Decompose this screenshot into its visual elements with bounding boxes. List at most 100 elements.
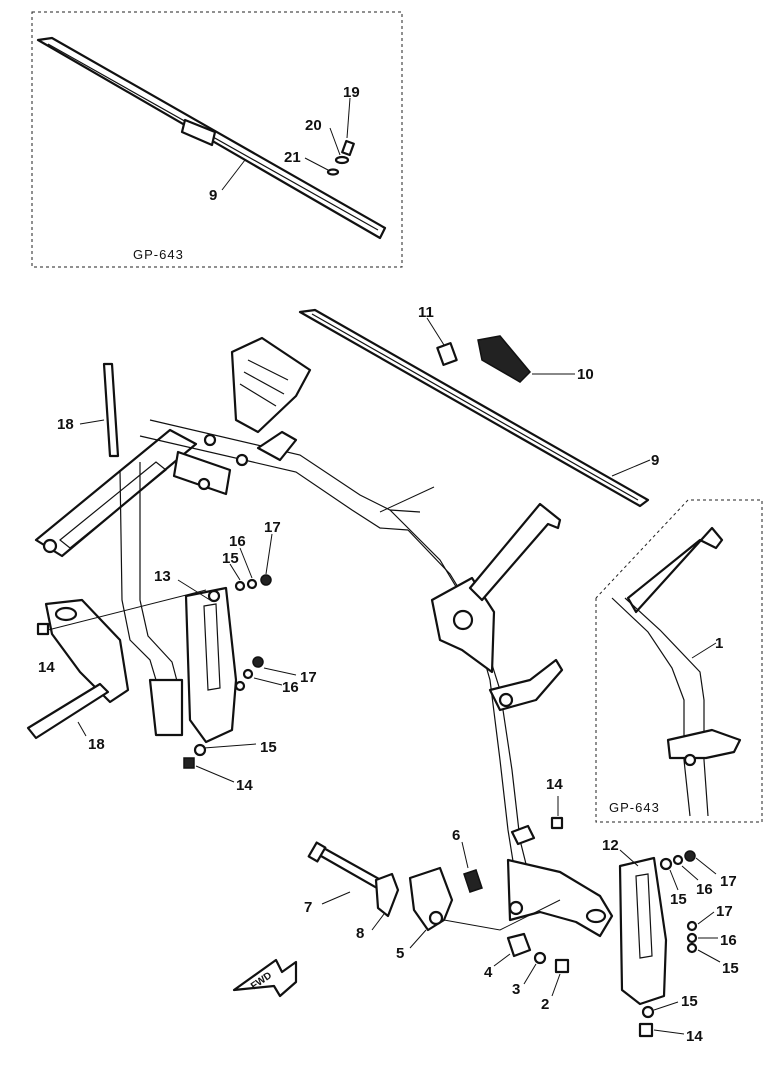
leader-15f: [653, 1001, 679, 1011]
bolt-head: [203, 433, 217, 447]
leader-14d: [653, 1029, 685, 1035]
inset-right-border: [595, 499, 763, 823]
leader-17a: [265, 533, 273, 575]
callout-18a: 18: [57, 416, 74, 433]
footrest-plate-13: [184, 586, 238, 744]
leader-12: [619, 849, 639, 867]
clamp-bolt-hole: [498, 692, 514, 708]
callout-14b: 14: [38, 659, 55, 676]
inset-bar-clip: [180, 118, 217, 147]
sleeve-6: [463, 869, 483, 893]
leader-17d: [697, 911, 715, 925]
footrest-right: 12 15 16 17 17 16 15 15 14: [602, 837, 739, 1045]
assembly-line: [443, 899, 561, 931]
leader-16b: [253, 677, 283, 686]
leader-5: [409, 929, 427, 949]
arm-hole: [42, 538, 58, 554]
leader-4: [493, 953, 511, 967]
callout-7: 7: [304, 899, 312, 916]
mid-plate-hole: [452, 609, 474, 631]
washer-15a: [234, 580, 246, 592]
bar-clip-10: [477, 335, 532, 383]
washer-15e: [686, 942, 698, 954]
nut-17d: [686, 920, 698, 932]
callout-12: 12: [602, 837, 619, 854]
leader-15a: [229, 563, 241, 581]
upper-right-arm: [468, 502, 562, 602]
bolt-2: [554, 958, 570, 974]
footrest-hole: [207, 589, 221, 603]
leader-21: [304, 157, 329, 171]
lower-left-hole: [508, 900, 524, 916]
callout-15a: 15: [222, 550, 239, 567]
callout-16b: 16: [282, 679, 299, 696]
callout-10: 10: [577, 366, 594, 383]
inset-top: 19 20 21 9 GP-643: [31, 11, 403, 268]
left-arm-slot: [59, 461, 167, 549]
bolt-head: [197, 477, 211, 491]
nut-17b: [252, 656, 264, 668]
inset-right: 1 GP-643: [595, 499, 763, 823]
leader-20: [329, 127, 341, 156]
inset-bolt-19: [341, 139, 355, 157]
callout-19: 19: [343, 84, 360, 101]
callout-1c: 1: [715, 635, 723, 652]
washer-16a: [246, 578, 258, 590]
inset-washer-20: [334, 155, 350, 165]
washer-3: [533, 951, 547, 965]
leader-1a: [379, 486, 435, 513]
left-tube-inner: [139, 462, 183, 701]
inset-top-code: GP-643: [133, 247, 184, 262]
callout-9b: 9: [651, 452, 659, 469]
leader-8: [371, 913, 385, 931]
inset-right-code: GP-643: [609, 800, 660, 815]
callout-17d: 17: [716, 903, 733, 920]
washer-16b: [242, 668, 254, 680]
inset-bracket-arm: [626, 526, 724, 614]
leader-17b: [263, 667, 297, 676]
callout-5: 5: [396, 945, 404, 962]
upper-seat-bracket: [230, 336, 312, 434]
callout-15f: 15: [681, 993, 698, 1010]
clamp-hook: [256, 430, 298, 462]
leader-16a: [239, 547, 253, 579]
bolt-14c: [550, 816, 564, 830]
callout-3: 3: [512, 981, 520, 998]
footrest-plate-12: [618, 856, 668, 1006]
callout-21: 21: [284, 149, 301, 166]
callout-16c: 16: [696, 881, 713, 898]
callout-17b: 17: [300, 669, 317, 686]
footrest-right-slot: [635, 873, 653, 959]
bolt-14b: [36, 622, 50, 636]
leader-3: [523, 963, 537, 985]
washer-15b: [234, 680, 246, 692]
lower-right-bracket: [506, 858, 614, 938]
inset-top-border: [31, 11, 403, 268]
fwd-arrow-icon: [232, 958, 298, 998]
leader-6: [461, 841, 469, 869]
callout-4: 4: [484, 964, 493, 981]
leader-18a: [79, 419, 105, 425]
leader-18b: [77, 721, 87, 737]
inset-clamp-bolt: [683, 753, 697, 767]
callout-16d: 16: [720, 932, 737, 949]
callout-16a: 16: [229, 533, 246, 550]
bracket-ribs: [239, 359, 289, 407]
windshield-bar: [298, 308, 650, 508]
leader-1c: [691, 642, 717, 659]
left-tube-outer: [119, 469, 163, 701]
leader-15b: [203, 743, 257, 749]
leader-9b: [611, 459, 651, 477]
lower-hardware: 7 8 5 6 4 3 2 14 FWD: [232, 776, 570, 1013]
washer-15c: [193, 743, 207, 757]
callout-14d: 14: [686, 1028, 703, 1045]
leader-2: [551, 973, 561, 997]
tube-clamp-ring: [510, 824, 536, 846]
washer-15d: [659, 857, 673, 871]
bolt-14a: [183, 757, 195, 769]
strap-lower: [26, 682, 110, 740]
leader-13: [177, 579, 211, 601]
callout-17a: 17: [264, 519, 281, 536]
